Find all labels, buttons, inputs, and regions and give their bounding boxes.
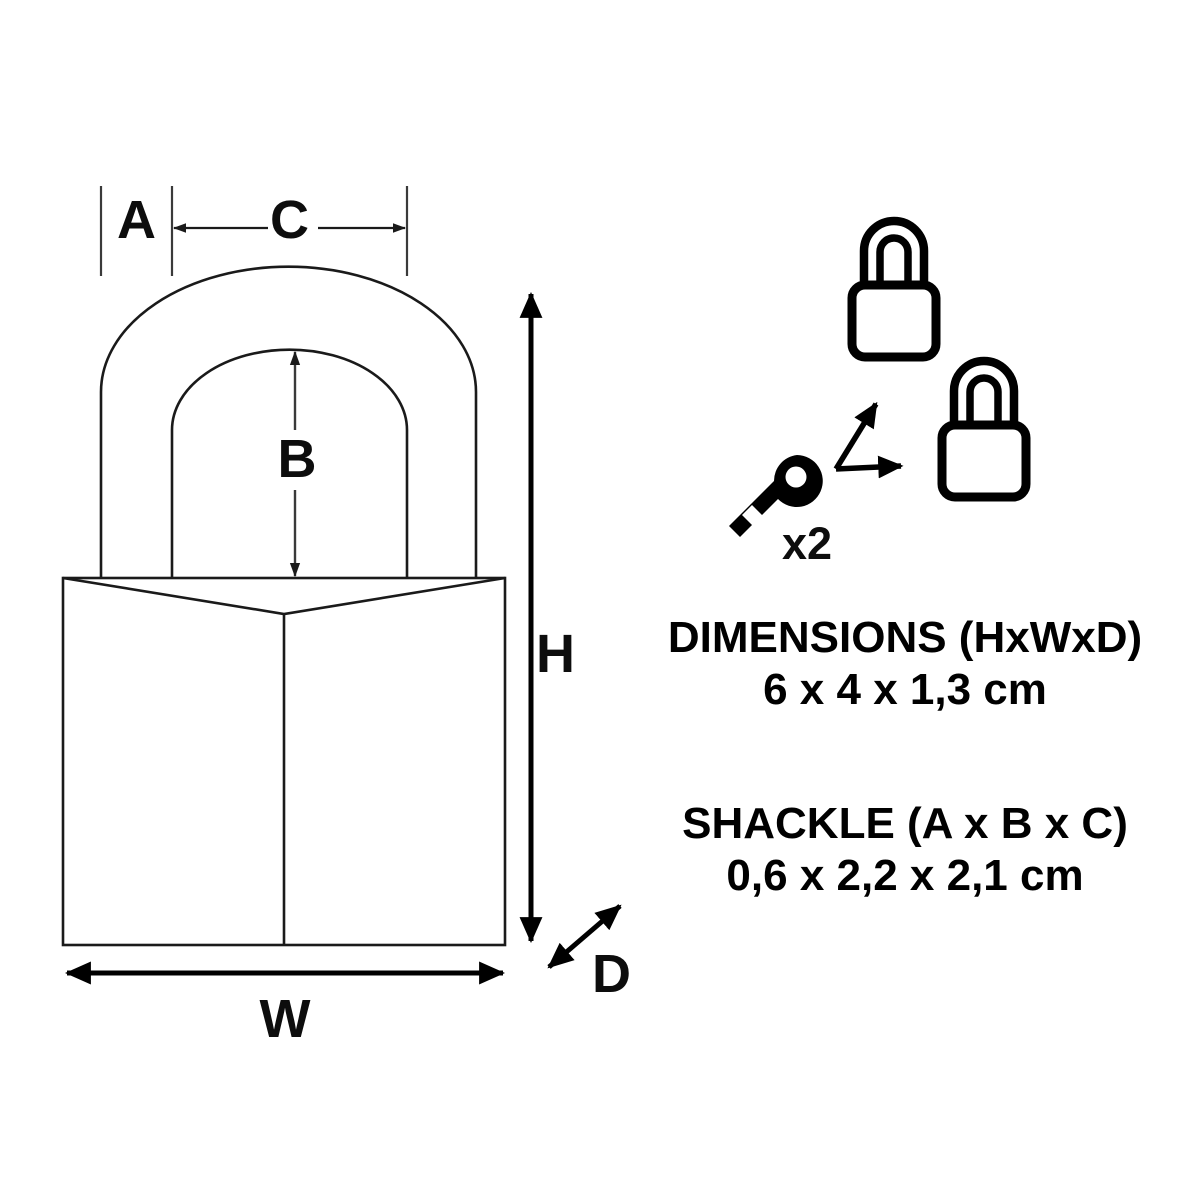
shackle-heading: SHACKLE (A x B x C) [682, 799, 1128, 848]
padlock-icon-upper-shackle-inner [876, 234, 912, 286]
dimension-label-b: B [277, 429, 317, 489]
shackle-outer-path [99, 265, 478, 578]
padlock-icon-lower-shackle-inner [966, 374, 1002, 426]
dimension-label-a: A [117, 190, 156, 250]
dimension-label-c: C [270, 190, 309, 250]
dimension-label-w: W [259, 989, 311, 1049]
padlock-icon-upper-body [847, 280, 941, 362]
distribution-arrows [833, 401, 904, 479]
shackle-inner-path [170, 348, 409, 578]
dimensions-heading: DIMENSIONS (HxWxD) [667, 613, 1143, 662]
padlock-icon-lower [937, 356, 1031, 502]
dimension-label-h: H [536, 624, 575, 684]
dimension-label-d: D [592, 944, 631, 1004]
padlock-icon-lower-shackle [949, 356, 1019, 426]
padlock-outline-drawing [61, 265, 507, 947]
dimensions-spec-block: DIMENSIONS (HxWxD) 6 x 4 x 1,3 cm [620, 612, 1190, 716]
shackle-value: 0,6 x 2,2 x 2,1 cm [726, 850, 1084, 900]
padlock-icon-lower-body [937, 420, 1031, 502]
padlock-icon-upper [847, 216, 941, 362]
key-icon [729, 455, 823, 537]
arrow-to-lower-padlock [835, 455, 904, 479]
key-icon-bow-hole [785, 466, 807, 488]
padlock-icon-upper-shackle [859, 216, 929, 286]
shackle-top-dimensions [99, 186, 409, 276]
key-quantity-label: x2 [782, 518, 833, 569]
dimension-arrow-d [547, 904, 622, 969]
dimensions-value: 6 x 4 x 1,3 cm [763, 664, 1047, 714]
shackle-spec-block: SHACKLE (A x B x C) 0,6 x 2,2 x 2,1 cm [620, 798, 1190, 902]
arrow-to-upper-padlock [833, 401, 879, 471]
